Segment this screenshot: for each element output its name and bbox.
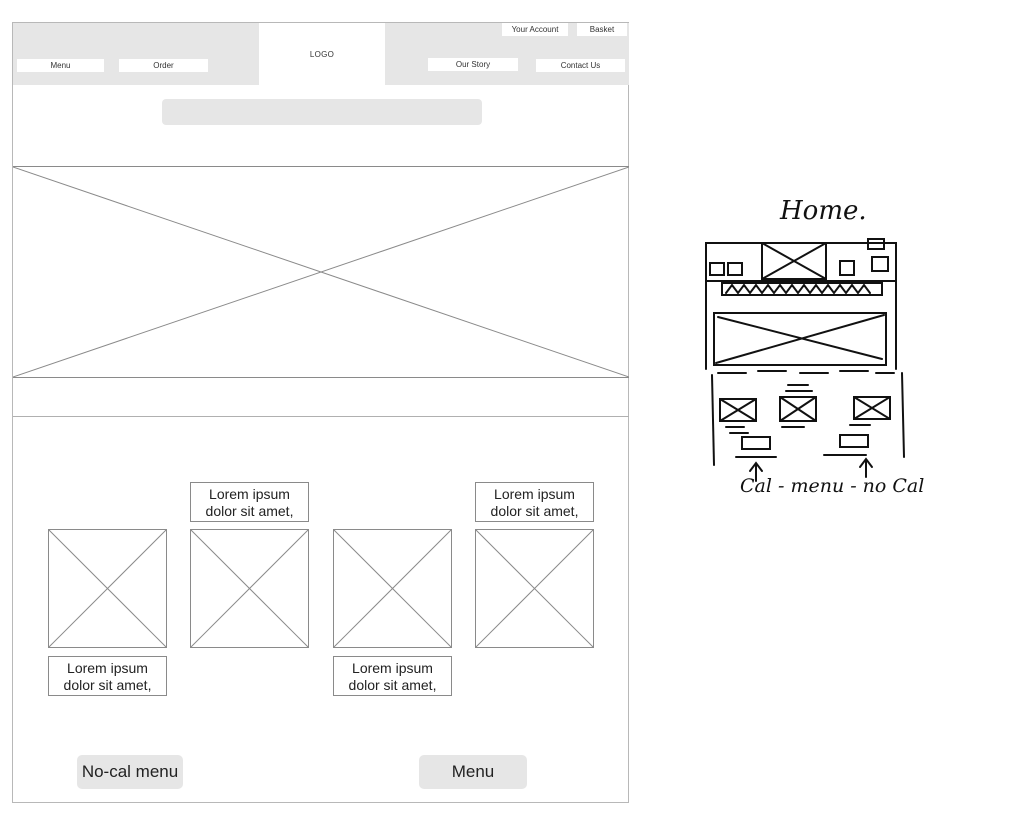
caption-line: Lorem ipsum [494,486,575,502]
nav-menu-link[interactable]: Menu [17,59,104,72]
caption-line: dolor sit amet, [205,503,294,519]
caption-line: Lorem ipsum [352,660,433,676]
product-image-4[interactable] [475,529,594,648]
nav-contact-us-link[interactable]: Contact Us [536,59,625,72]
sketch-note: Cal - menu - no Cal [740,475,925,497]
no-cal-menu-button[interactable]: No-cal menu [77,755,183,789]
header-left-band: Menu Order [13,23,259,85]
hand-drawn-sketch [705,238,905,482]
product-caption-3: Lorem ipsum dolor sit amet, [333,656,452,696]
product-caption-4: Lorem ipsum dolor sit amet, [475,482,594,522]
image-placeholder-icon [476,530,593,647]
nav-basket-link[interactable]: Basket [577,23,627,36]
product-caption-2: Lorem ipsum dolor sit amet, [190,482,309,522]
caption-line: Lorem ipsum [67,660,148,676]
logo[interactable]: LOGO [259,23,385,85]
section-divider [13,416,629,417]
wireframe-home: Menu Order LOGO Your Account Basket Our … [12,22,629,803]
product-image-3[interactable] [333,529,452,648]
nav-order-link[interactable]: Order [119,59,208,72]
caption-line: dolor sit amet, [63,677,152,693]
caption-line: dolor sit amet, [490,503,579,519]
caption-line: Lorem ipsum [209,486,290,502]
search-bar[interactable] [162,99,482,125]
image-placeholder-icon [334,530,451,647]
image-placeholder-icon [13,167,629,377]
header-right-band: Your Account Basket Our Story Contact Us [385,23,629,85]
menu-button[interactable]: Menu [419,755,527,789]
nav-your-account-link[interactable]: Your Account [502,23,568,36]
product-image-1[interactable] [48,529,167,648]
caption-line: dolor sit amet, [348,677,437,693]
hero-image-placeholder [13,166,629,378]
sketch-title: Home. [780,196,867,226]
product-image-2[interactable] [190,529,309,648]
nav-our-story-link[interactable]: Our Story [428,58,518,71]
product-caption-1: Lorem ipsum dolor sit amet, [48,656,167,696]
image-placeholder-icon [49,530,166,647]
image-placeholder-icon [191,530,308,647]
